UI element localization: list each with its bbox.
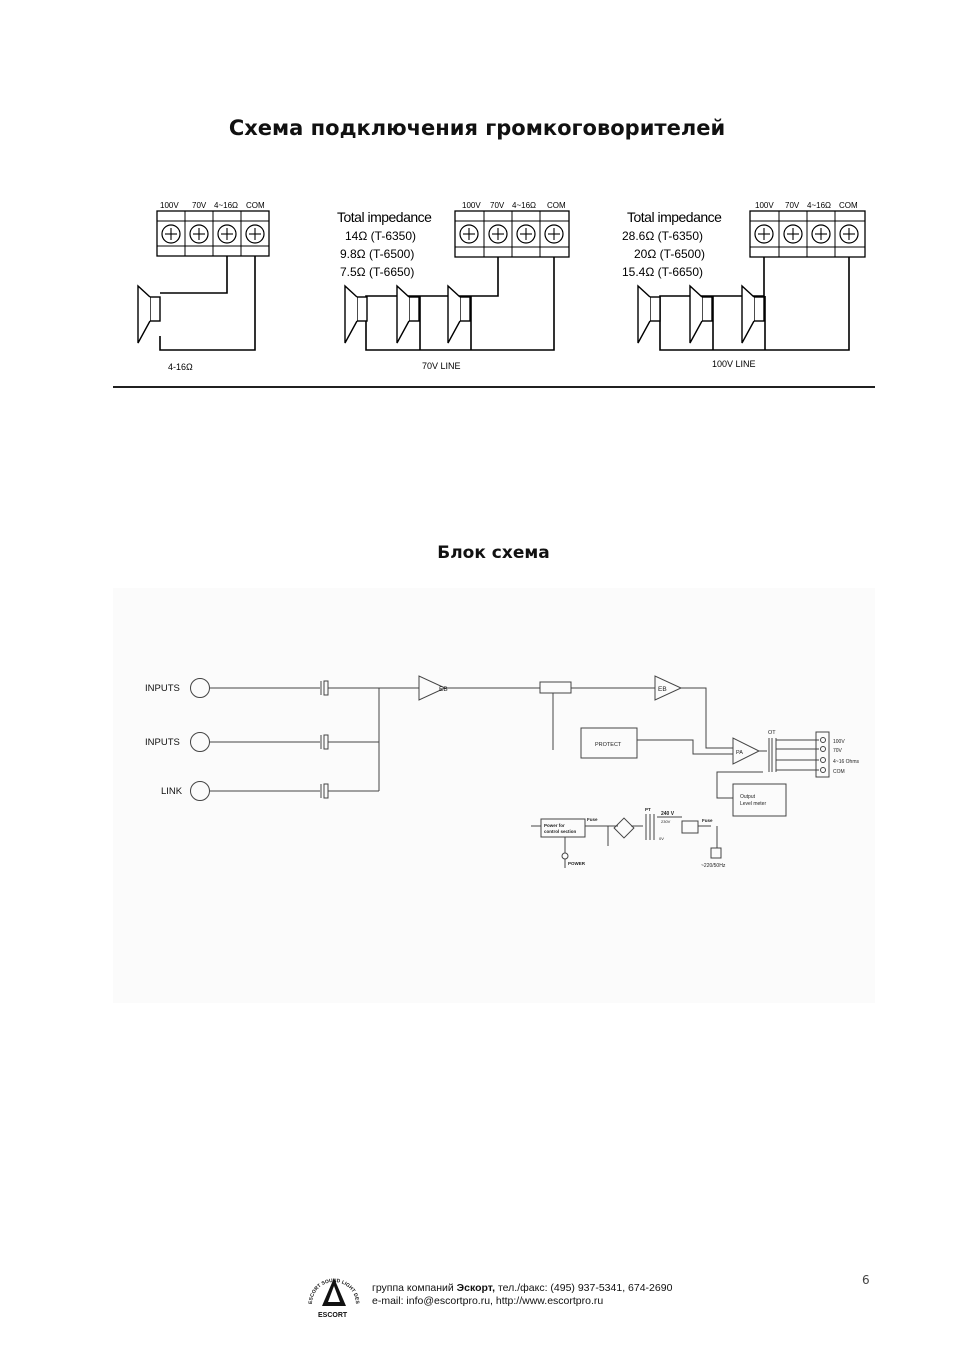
pt-label: PT (645, 807, 651, 812)
impedance-value: 7.5Ω (340, 265, 366, 279)
model: (T-6500) (660, 247, 705, 261)
level-meter-line1: Output (740, 794, 756, 800)
out-100v: 100V (833, 739, 845, 745)
fuse-label: Fuse (587, 817, 598, 822)
model: (T-6350) (371, 229, 416, 243)
svg-text:15.4Ω (T-6650): 15.4Ω (T-6650) (622, 265, 703, 279)
power-control-line1: Power for (544, 823, 565, 828)
svg-text:9.8Ω (T-6500): 9.8Ω (T-6500) (340, 247, 414, 261)
protect-block (580, 727, 638, 759)
level-meter-line2: Level meter (740, 801, 766, 807)
out-com: COM (833, 769, 845, 775)
svg-text:14Ω (T-6350): 14Ω (T-6350) (345, 229, 416, 243)
svg-text:4~16Ω: 4~16Ω (512, 201, 536, 210)
mains-label: ~220/50Hz (701, 863, 726, 869)
terminal-label-4-16: 4~16Ω (214, 201, 238, 210)
total-impedance-title: Total impedance (337, 209, 432, 225)
speaker-icon (741, 285, 765, 344)
block-diagram: INPUTS INPUTS LINK (113, 588, 875, 1003)
input-label-2: INPUTS (145, 737, 180, 748)
speaker-icon (447, 285, 471, 344)
line-label: 100V LINE (712, 359, 756, 369)
page-title-block: Блок схема (437, 543, 550, 563)
power-control-block (540, 818, 586, 838)
power-control-line2: control section (544, 829, 577, 834)
power-amp (732, 737, 761, 765)
speaker-icon (637, 285, 661, 344)
footer-contacts: группа компаний Эскорт, тел./факс: (495)… (372, 1282, 673, 1294)
xlr-connector-icon (190, 781, 210, 801)
terminal-label-100v: 100V (160, 201, 179, 210)
svg-text:COM: COM (547, 201, 566, 210)
total-impedance-title: Total impedance (627, 209, 722, 225)
buffer-amp-1 (418, 675, 447, 701)
impedance-value: 28.6Ω (622, 229, 654, 243)
page-title-connection: Схема подключения громкоговорителей (228, 116, 726, 140)
v240-label: 240 V (661, 811, 675, 817)
out-4-16: 4~16 Ohms (833, 759, 859, 765)
model: (T-6650) (369, 265, 414, 279)
fuse-label-2: Fuse (702, 818, 713, 823)
v230-label: 230V (661, 819, 671, 824)
svg-text:20Ω (T-6500): 20Ω (T-6500) (634, 247, 705, 261)
speaker-icon (137, 285, 161, 344)
speaker-connection-diagrams: 100V 70V 4~16Ω COM 4-16Ω Total impedance… (113, 201, 875, 388)
diagram-single-speaker: 100V 70V 4~16Ω COM 4-16Ω (137, 201, 270, 372)
xlr-connector-icon (190, 678, 210, 698)
model: (T-6500) (369, 247, 414, 261)
protect-label: PROTECT (595, 742, 622, 748)
logo-text: ESCORT (318, 1312, 348, 1319)
speaker-icon (689, 285, 713, 344)
footer-email: e-mail: info@escortpro.ru, http://www.es… (372, 1295, 604, 1307)
svg-text:70V: 70V (785, 201, 800, 210)
speaker-icon (344, 285, 368, 344)
model: (T-6650) (658, 265, 703, 279)
impedance-label: 4-16Ω (168, 362, 193, 372)
impedance-value: 20Ω (634, 247, 656, 261)
ov-label: 0V (659, 836, 664, 841)
mains-socket-icon (710, 847, 722, 859)
power-label: POWER (568, 861, 586, 866)
xlr-connector-icon (190, 732, 210, 752)
speaker-icon (396, 285, 420, 344)
line-label: 70V LINE (422, 361, 461, 371)
diagram-100v-line: Total impedance 28.6Ω (T-6350) 20Ω (T-65… (622, 201, 866, 369)
page-number: 6 (862, 1273, 870, 1287)
svg-text:70V: 70V (490, 201, 505, 210)
eb-label: EB (658, 686, 667, 693)
input-label-1: INPUTS (145, 683, 180, 694)
svg-text:28.6Ω (T-6350): 28.6Ω (T-6350) (622, 229, 703, 243)
footer: ESCORT SOUND LIGHT DESIGN ESCORT группа … (300, 1262, 760, 1322)
svg-text:4~16Ω: 4~16Ω (807, 201, 831, 210)
ot-label: OT (768, 730, 776, 736)
terminal-label-70v: 70V (192, 201, 207, 210)
pa-label: PA (736, 750, 743, 756)
impedance-value: 9.8Ω (340, 247, 366, 261)
link-label: LINK (161, 786, 183, 797)
model: (T-6350) (658, 229, 703, 243)
svg-text:100V: 100V (462, 201, 481, 210)
out-70v: 70V (833, 748, 843, 754)
escort-logo-icon: ESCORT SOUND LIGHT DESIGN ESCORT (300, 1262, 360, 1319)
svg-text:COM: COM (839, 201, 858, 210)
eb-label: EB (439, 686, 448, 693)
level-meter-block (732, 783, 787, 817)
buffer-amp-2 (654, 675, 683, 701)
terminal-label-com: COM (246, 201, 265, 210)
svg-text:7.5Ω (T-6650): 7.5Ω (T-6650) (340, 265, 414, 279)
impedance-value: 15.4Ω (622, 265, 654, 279)
diagram-70v-line: Total impedance 14Ω (T-6350) 9.8Ω (T-650… (337, 201, 570, 371)
bridge-rectifier-icon (613, 817, 635, 839)
svg-text:100V: 100V (755, 201, 774, 210)
impedance-value: 14Ω (345, 229, 367, 243)
